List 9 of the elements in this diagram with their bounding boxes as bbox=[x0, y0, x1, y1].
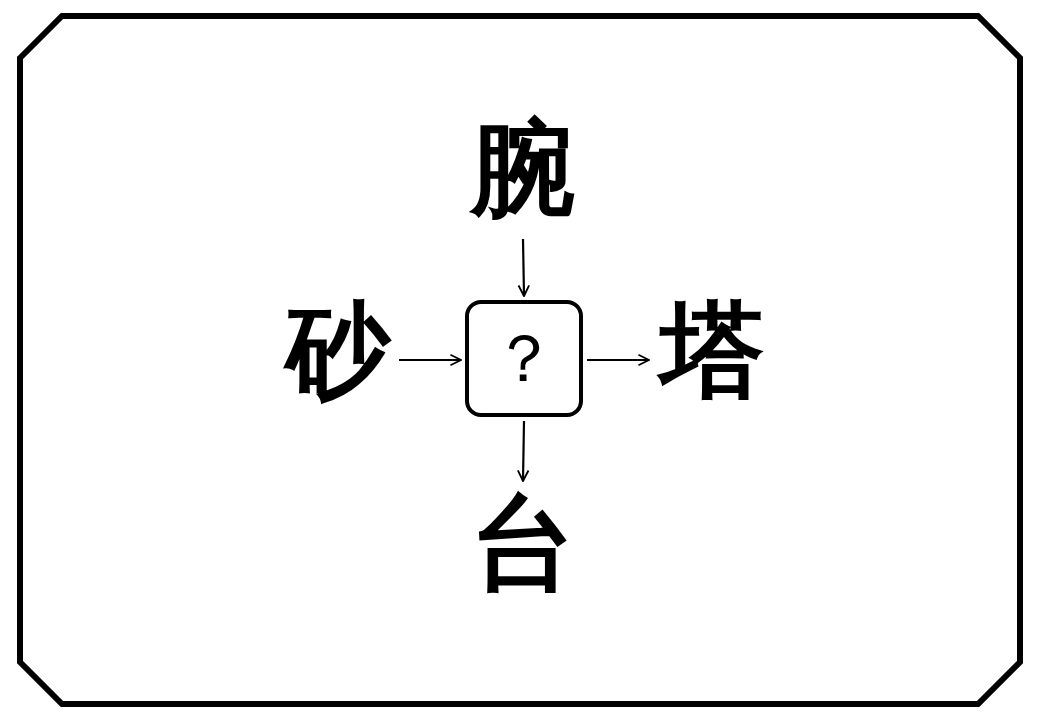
arrow bbox=[517, 239, 530, 297]
arrow bbox=[587, 353, 650, 367]
arrow bbox=[399, 353, 462, 367]
kanji-character: 砂 bbox=[280, 290, 395, 410]
arrow bbox=[516, 421, 530, 482]
kanji-character: 塔 bbox=[653, 290, 771, 410]
question-box: ？ bbox=[465, 300, 583, 417]
kanji-character: 腕 bbox=[448, 100, 598, 235]
kanji-character: 台 bbox=[448, 485, 598, 600]
